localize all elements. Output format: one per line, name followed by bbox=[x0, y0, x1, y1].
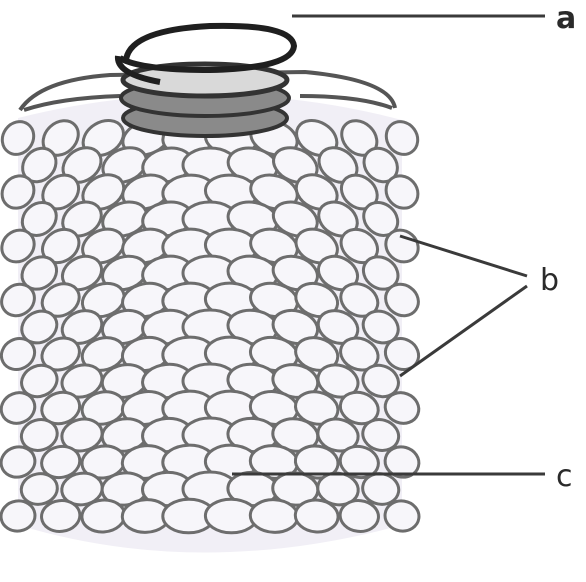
label-b: b bbox=[540, 266, 559, 296]
ring-structure bbox=[118, 26, 294, 136]
leader-line-b-upper bbox=[400, 236, 527, 276]
label-c: c bbox=[556, 462, 573, 492]
label-a: a bbox=[556, 4, 576, 34]
cell bbox=[250, 499, 299, 534]
